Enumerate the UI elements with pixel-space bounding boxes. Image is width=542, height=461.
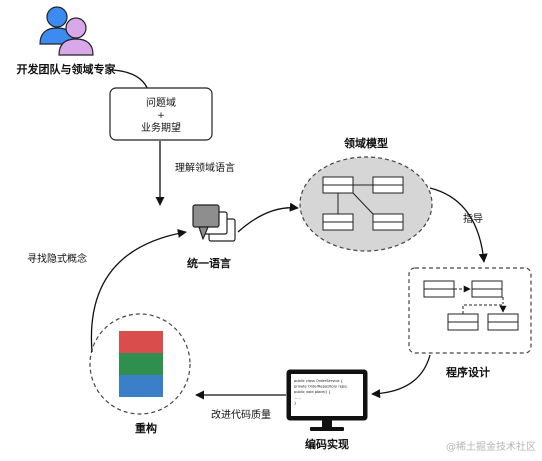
- chat-bubbles-icon: [192, 204, 236, 242]
- code-line-4: ......: [294, 396, 301, 400]
- program-design-box: [408, 267, 532, 354]
- program-design-label: 程序设计: [446, 365, 490, 379]
- edge-improve-code-quality: 改进代码质量: [211, 408, 271, 421]
- domain-model-label: 领域模型: [343, 136, 388, 150]
- arrow-design-to-code: [371, 354, 431, 399]
- arrow-model-to-design: [429, 187, 488, 263]
- arrow-refactor-to-language: [90, 228, 187, 353]
- problem-domain-plus: +: [157, 111, 165, 121]
- people-icon: [39, 6, 94, 56]
- edge-find-implicit-concepts: 寻找隐式概念: [27, 252, 87, 265]
- code-line-5: }: [294, 401, 296, 405]
- arrow-language-to-model: [237, 202, 299, 233]
- stacked-blocks-icon: [119, 331, 163, 397]
- edge-guide: 指导: [463, 212, 483, 225]
- code-line-2: private OrderRepository repo;: [294, 385, 348, 389]
- problem-domain-line1: 问题域: [146, 96, 176, 109]
- domain-model-ellipse: [299, 156, 433, 252]
- refactor-label: 重构: [135, 421, 157, 435]
- code-line-3: public void place() {: [294, 390, 331, 394]
- problem-domain-line2: 业务期望: [141, 121, 181, 134]
- code-line-1: public class OrderService {: [294, 379, 343, 383]
- problem-domain-box: 问题域 + 业务期望: [109, 87, 213, 141]
- code-implementation-label: 编码实现: [305, 437, 349, 451]
- edge-understand-language: 理解领域语言: [175, 161, 235, 174]
- ubiquitous-language-label: 统一语言: [187, 256, 231, 270]
- watermark: @稀土掘金技术社区: [446, 440, 536, 453]
- team-label: 开发团队与领域专家: [17, 62, 117, 76]
- monitor-icon: public class OrderService { private Orde…: [286, 369, 368, 431]
